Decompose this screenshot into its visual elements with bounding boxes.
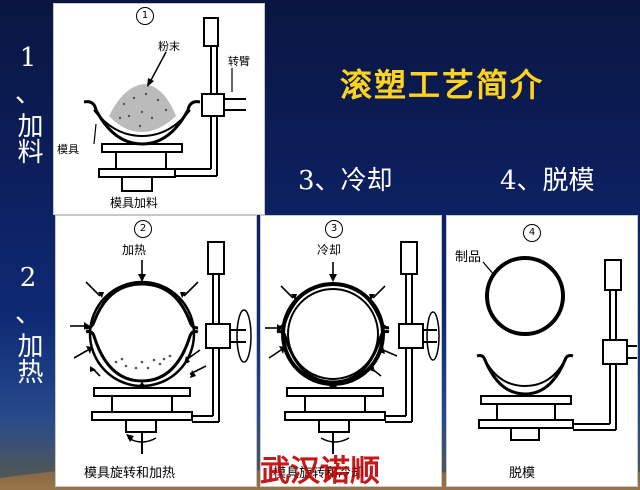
step2-mark: 、 xyxy=(14,299,41,329)
panel3-caption: 模具旋转和冷却 xyxy=(273,466,365,481)
page-title: 滚塑工艺简介 xyxy=(340,66,545,104)
cooling-diagram xyxy=(265,241,440,454)
step4-label: 4、脱模 xyxy=(500,166,595,196)
panel3-number: 3 xyxy=(325,220,343,238)
heating-diagram xyxy=(70,241,252,454)
step1-mark: 、 xyxy=(14,79,41,109)
step2-side-label: 2 、 加热 xyxy=(8,260,48,394)
mold-label: 模具 xyxy=(57,143,79,156)
panel4-caption: 脱模 xyxy=(509,466,536,481)
panel-cooling: 3 冷却 模具旋转和冷却 xyxy=(260,215,442,487)
step1-number: 1 xyxy=(19,43,37,73)
step2-text: 加热 xyxy=(13,332,43,384)
step1-side-label: 1 、 加料 xyxy=(8,40,48,173)
arm-label: 转臂 xyxy=(228,55,250,68)
panel1-caption: 模具加料 xyxy=(110,196,159,210)
panel-demolding: 4 制品 脱模 xyxy=(446,215,638,487)
loading-diagram xyxy=(83,17,246,192)
cool-label: 冷却 xyxy=(317,243,342,257)
panel1-number: 1 xyxy=(136,7,154,25)
step3-label: 3、冷却 xyxy=(298,166,393,196)
panel2-number: 2 xyxy=(134,220,152,238)
step1-text: 加料 xyxy=(13,112,43,164)
step2-text-wrap: 加热 xyxy=(8,332,48,394)
step2-number: 2 xyxy=(19,263,37,293)
heat-label: 加热 xyxy=(122,243,147,257)
panel2-caption: 模具旋转和加热 xyxy=(84,466,176,481)
demolding-diagram xyxy=(476,256,637,441)
watermark: 武汉诺顺 xyxy=(260,454,380,489)
panel4-number: 4 xyxy=(523,224,541,242)
product-label: 制品 xyxy=(455,250,482,265)
panel-loading: 1 粉末 转臂 模具 模具加料 xyxy=(53,3,265,215)
powder-label: 粉末 xyxy=(158,40,180,53)
panel-heating: 2 加热 模具旋转和加热 xyxy=(55,215,257,487)
step1-text-char1: 加料 xyxy=(8,112,48,173)
